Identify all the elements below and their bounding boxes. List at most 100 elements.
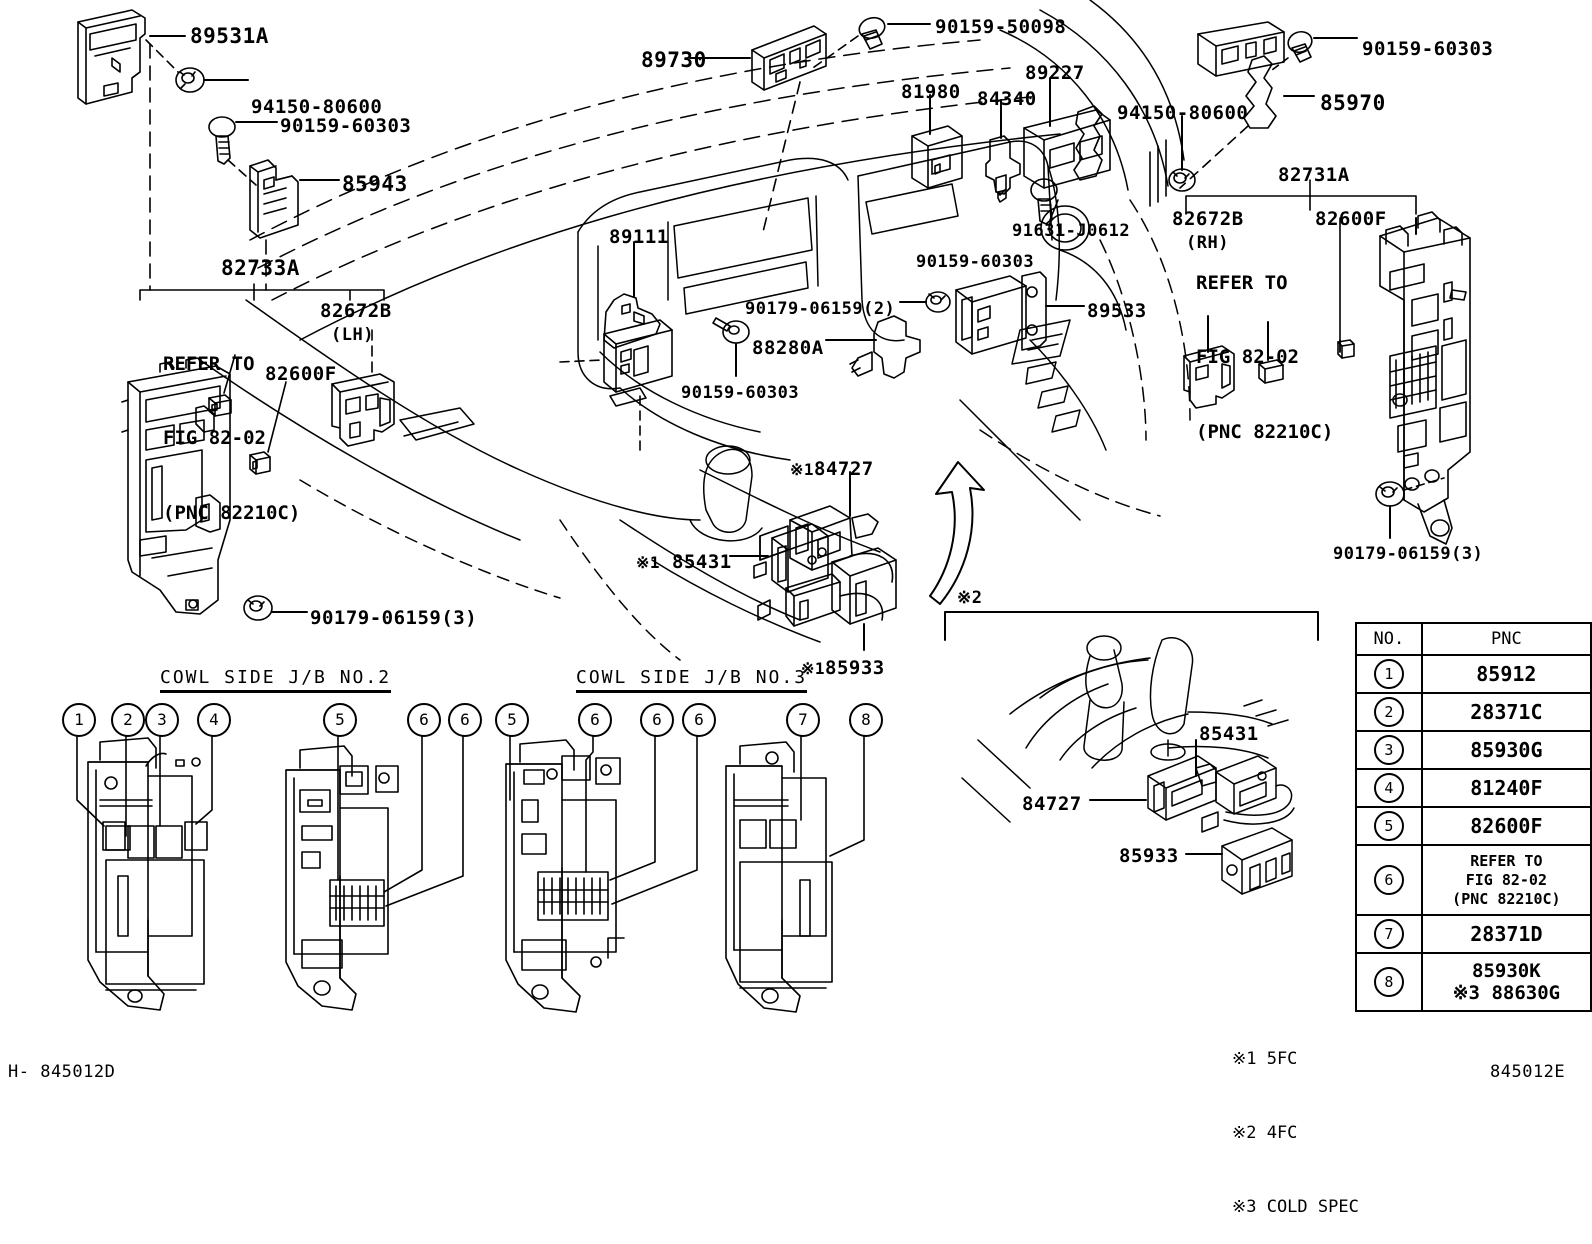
part-81980	[911, 125, 963, 189]
bubble-2: 2	[111, 703, 145, 737]
callout-94150-80600-right: 94150-80600	[1117, 102, 1249, 124]
callout-89227: 89227	[1025, 62, 1085, 84]
drawing-number-right: 845012E	[1490, 1062, 1566, 1082]
callout-82731a: 82731A	[1278, 164, 1350, 186]
legend-table: NO. PNC 1 85912 2 28371C 3 85930G 4 8124…	[1355, 622, 1592, 1013]
drawing-number-left: H- 845012D	[8, 1062, 116, 1082]
legend-row-6: 6 REFER TO FIG 82-02 (PNC 82210C)	[1355, 843, 1592, 917]
inset-marker-star2: ※2	[957, 588, 983, 608]
star-marker-1c: ※1	[801, 659, 826, 678]
bubble-8: 8	[849, 703, 883, 737]
callout-82733a: 82733A	[221, 256, 300, 280]
legend-header-no: NO.	[1355, 622, 1423, 656]
part-82600f-left-mini	[249, 451, 271, 475]
callout-85431: ※1 85431	[636, 551, 732, 573]
footnote-1: ※1 5FC	[1232, 1049, 1298, 1070]
part-89111	[603, 293, 673, 407]
callout-84340: 84340	[977, 88, 1037, 110]
callout-90159-60303-center: 90159-60303	[681, 383, 800, 403]
footnote-2: ※2 4FC	[1232, 1123, 1298, 1144]
legend-no-4: 4	[1355, 768, 1423, 808]
callout-90159-50098: 90159-50098	[935, 16, 1067, 38]
callout-94150-80600-left: 94150-80600	[251, 96, 383, 118]
inset-arrow	[929, 461, 985, 605]
bubble-6e: 6	[682, 703, 716, 737]
part-junction-block-left	[121, 357, 231, 615]
part-82600f-left-small	[208, 394, 232, 417]
legend-pnc-5: 82600F	[1420, 806, 1592, 846]
legend-pnc-3: 85930G	[1420, 730, 1592, 770]
legend-row-5: 5 82600F	[1355, 806, 1592, 846]
part-82672b-lh	[331, 373, 395, 447]
callout-85431-text: 85431	[672, 551, 732, 573]
legend-circle-4: 4	[1373, 773, 1404, 803]
jb-panel-c	[505, 739, 625, 1013]
part-84340	[985, 135, 1021, 203]
legend-circle-2: 2	[1373, 697, 1404, 727]
callout-84727: ※184727	[790, 458, 874, 480]
bubble-5b: 5	[495, 703, 529, 737]
refer-right-line1: REFER TO	[1196, 272, 1288, 295]
refer-left-line2: FIG 82-02	[163, 427, 266, 450]
bubble-3: 3	[145, 703, 179, 737]
refer-right-line2: FIG 82-02	[1196, 346, 1299, 369]
callout-82672b-lh: 82672B	[320, 300, 392, 322]
callout-90159-60303-topleft: 90159-60303	[280, 115, 412, 137]
refer-left-line1: REFER TO	[163, 353, 255, 376]
callout-89531a: 89531A	[190, 24, 269, 48]
jb-panel-a	[87, 737, 205, 1011]
legend-pnc-7: 28371D	[1420, 914, 1592, 955]
bubble-6a: 6	[407, 703, 441, 737]
legend-pnc-6: REFER TO FIG 82-02 (PNC 82210C)	[1420, 843, 1592, 917]
inset-frame	[944, 611, 1319, 641]
part-82672b-rh	[1183, 345, 1235, 409]
jb-sockets-a	[102, 821, 208, 859]
refer-left-line3: (PNC 82210C)	[163, 501, 301, 524]
bubble-6b: 6	[448, 703, 482, 737]
part-85943	[249, 159, 299, 239]
callout-84727-text: 84727	[814, 458, 874, 480]
legend-row-7: 7 28371D	[1355, 914, 1592, 955]
bubble-1: 1	[62, 703, 96, 737]
legend-row-3: 3 85930G	[1355, 730, 1592, 770]
callout-85933: ※185933	[801, 657, 885, 679]
legend-pnc-8: 85930K ※3 88630G	[1420, 952, 1592, 1013]
legend-row-2: 2 28371C	[1355, 692, 1592, 732]
fastener-94150-80600	[175, 67, 205, 93]
legend-pnc-2: 28371C	[1420, 692, 1592, 732]
callout-81980: 81980	[901, 81, 961, 103]
fastener-90159-60303-right	[1287, 30, 1313, 63]
callout-88280a: 88280A	[752, 337, 824, 359]
callout-89533: 89533	[1087, 300, 1147, 322]
legend-no-7: 7	[1355, 914, 1423, 955]
legend-pnc-4: 81240F	[1420, 768, 1592, 808]
bubble-4: 4	[197, 703, 231, 737]
legend-circle-5: 5	[1373, 811, 1404, 841]
fastener-90179-06159-left	[243, 595, 273, 621]
part-89227	[1023, 105, 1111, 189]
callout-90159-60303-topright: 90159-60303	[1362, 38, 1494, 60]
bubble-7: 7	[786, 703, 820, 737]
callout-82672b-lh-side: (LH)	[331, 325, 374, 345]
callout-90179-06159-2: 90179-06159(2)	[745, 299, 896, 319]
legend-no-2: 2	[1355, 692, 1423, 732]
legend-no-1: 1	[1355, 654, 1423, 694]
fastener-90159-60303-center	[712, 317, 750, 344]
callout-90179-06159-left: 90179-06159(3)	[310, 607, 478, 629]
callout-82600f-left: 82600F	[265, 363, 337, 385]
part-89533	[955, 271, 1047, 355]
legend-circle-1: 1	[1373, 659, 1404, 689]
legend-header-pnc: PNC	[1420, 622, 1592, 656]
footnotes: ※1 5FC ※2 4FC ※3 COLD SPEC	[1232, 998, 1359, 1244]
fastener-94150-80600-right	[1168, 168, 1196, 192]
diagram-canvas: 89531A 94150-80600 90159-60303 85943 827…	[8, 0, 1592, 1217]
diagram-artwork	[76, 0, 1471, 1013]
legend-row-1: 1 85912	[1355, 654, 1592, 694]
legend-row-4: 4 81240F	[1355, 768, 1592, 808]
legend-circle-7: 7	[1373, 919, 1404, 950]
part-85431	[753, 523, 829, 593]
refer-block-left: REFER TO FIG 82-02 (PNC 82210C)	[163, 303, 300, 550]
star-marker-1: ※1	[790, 460, 815, 479]
callout-82672b-rh-side: (RH)	[1186, 233, 1229, 253]
legend-circle-3: 3	[1373, 735, 1404, 765]
